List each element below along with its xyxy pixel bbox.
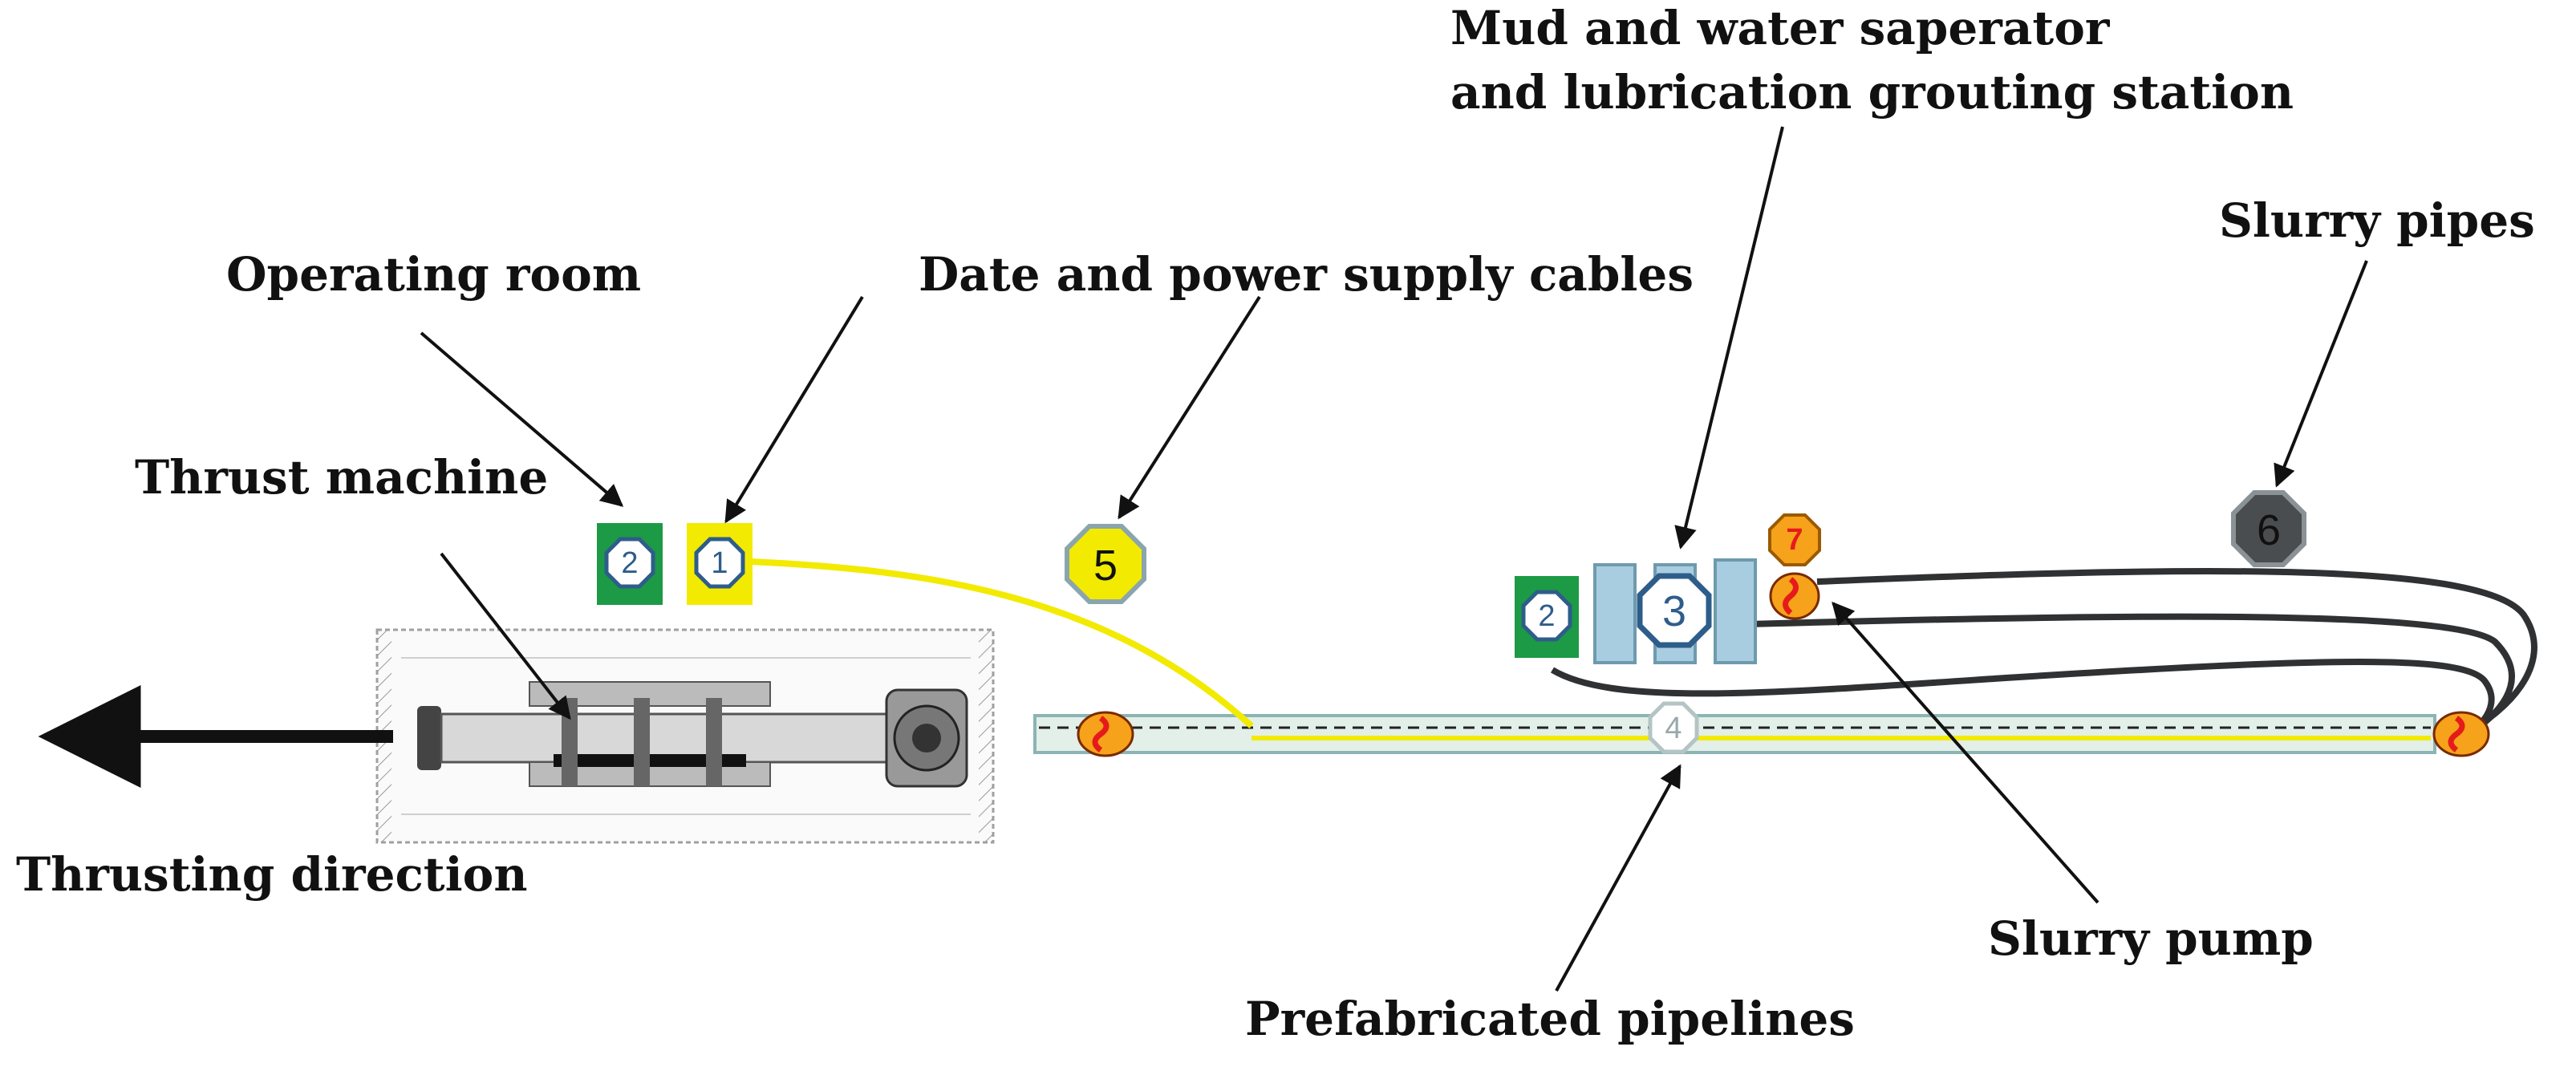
prefabricated-pipeline [1033, 714, 2436, 754]
label-cables: Date and power supply cables [919, 247, 1694, 302]
leader-arrows [420, 126, 2368, 992]
badge-cable-5: 5 [1093, 542, 1118, 590]
label-separator-line1: Mud and water saperator [1450, 1, 2111, 55]
pipeline-marker: 4 [1648, 701, 1699, 754]
label-slurry-pump: Slurry pump [1988, 911, 2314, 966]
thrust-machine [417, 681, 968, 788]
slurry-pump-icon [1077, 711, 1134, 757]
slurry-pump-icon [2432, 711, 2490, 757]
badge-pump-7: 7 [1786, 523, 1803, 557]
octagon-badge-icon [1768, 513, 1821, 566]
octagon-badge-icon [1065, 524, 1146, 604]
badge-operating-room-2: 2 [621, 546, 638, 580]
station-slurry-pump: 7 [1768, 513, 1821, 620]
badge-pipes-6: 6 [2257, 506, 2281, 554]
label-separator-line2: and lubrication grouting station [1450, 65, 2294, 120]
label-thrust-machine: Thrust machine [135, 450, 548, 505]
data-power-cable [749, 558, 1254, 728]
slurry-pipe-loops [1550, 567, 2537, 743]
badge-station-3: 3 [1662, 587, 1686, 635]
badge-pipeline-4: 4 [1665, 712, 1681, 745]
octagon-badge-icon [694, 537, 745, 589]
cable-marker: 5 [1065, 524, 1146, 604]
octagon-badge-icon [1648, 701, 1699, 754]
octagon-badge-icon [1637, 573, 1712, 648]
octagon-badge-icon [604, 537, 655, 589]
badge-station-2: 2 [1538, 599, 1555, 633]
label-slurry-pipes: Slurry pipes [2219, 193, 2535, 248]
label-prefab-pipelines: Prefabricated pipelines [1245, 992, 1855, 1046]
label-operating-room: Operating room [226, 247, 641, 302]
label-thrusting-direction: Thrusting direction [16, 847, 528, 902]
separator-grouting-station: 2 3 [1515, 558, 1757, 664]
octagon-badge-icon [2231, 490, 2306, 567]
octagon-badge-icon [1521, 590, 1572, 642]
badge-operating-room-1: 1 [711, 546, 728, 580]
operating-room: 2 1 [597, 523, 753, 605]
slurry-pipes-marker: 6 [2231, 490, 2306, 567]
